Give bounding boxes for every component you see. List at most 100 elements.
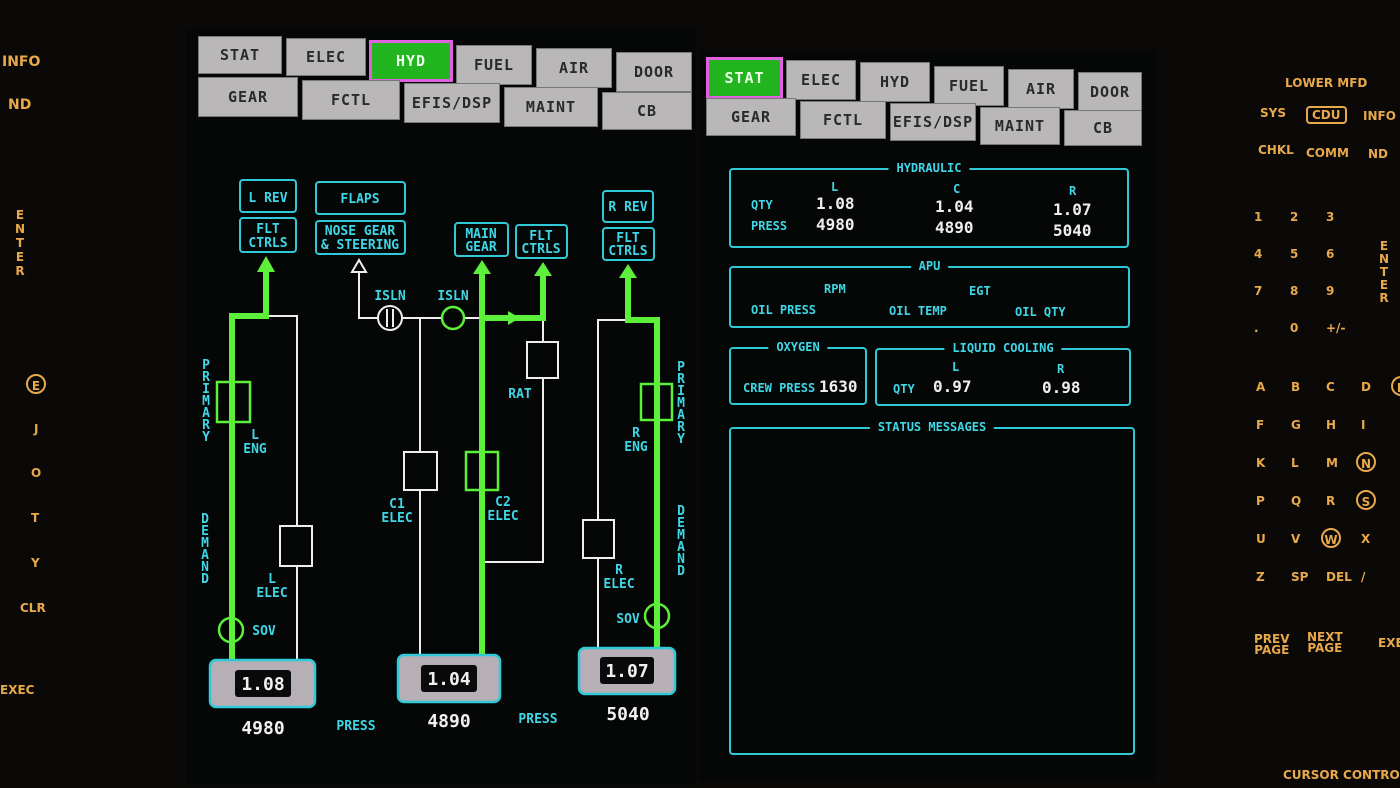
tab-hyd[interactable]: HYD (860, 62, 930, 102)
key-7[interactable]: 7 (1254, 284, 1263, 298)
key-t[interactable]: T (31, 511, 40, 525)
key-4[interactable]: 4 (1254, 247, 1263, 261)
tab-efis-dsp[interactable]: EFIS/DSP (890, 103, 976, 141)
col-c: C (953, 182, 961, 196)
main-gear-box (454, 222, 509, 257)
tab-cb[interactable]: CB (602, 92, 692, 130)
key-slash[interactable]: / (1361, 570, 1366, 584)
exec-key[interactable]: EXEC (0, 683, 35, 697)
tab-cb[interactable]: CB (1064, 110, 1142, 146)
c2-elec-label: ELEC (487, 509, 518, 524)
tab-hyd[interactable]: HYD (369, 40, 453, 82)
r-elec-label: ELEC (603, 577, 634, 592)
key-8[interactable]: 8 (1290, 284, 1299, 298)
c-flt-ctrls-line (483, 272, 546, 321)
tab-efis-dsp[interactable]: EFIS/DSP (404, 83, 500, 123)
l-press-value: 4980 (241, 718, 284, 739)
tab-stat[interactable]: STAT (198, 36, 282, 74)
tab-air[interactable]: AIR (1008, 69, 1074, 109)
tab-door[interactable]: DOOR (616, 52, 692, 92)
enter-key[interactable]: ENTER (14, 208, 26, 278)
key-v[interactable]: V (1291, 532, 1301, 546)
tab-elec[interactable]: ELEC (286, 38, 366, 76)
key-k[interactable]: K (1256, 456, 1266, 470)
key-z[interactable]: Z (1256, 570, 1265, 584)
sys-key[interactable]: SYS (1260, 106, 1286, 120)
r-flt-ctrls-arrow (619, 264, 637, 278)
r-elec-line (597, 319, 628, 650)
rat-pump (526, 341, 559, 379)
key-g[interactable]: G (1291, 418, 1301, 432)
key-m[interactable]: M (1326, 456, 1338, 470)
key-del[interactable]: DEL (1326, 570, 1352, 584)
exec-key[interactable]: EXE (1378, 636, 1400, 650)
key-5[interactable]: 5 (1290, 247, 1299, 261)
key-d[interactable]: D (1361, 380, 1371, 394)
key-c[interactable]: C (1326, 380, 1335, 394)
primary-label: PRIMARY (674, 360, 689, 444)
l-elec-pump (279, 525, 313, 567)
key-x[interactable]: X (1361, 532, 1371, 546)
l-press: 4980 (816, 215, 855, 234)
enter-key[interactable]: ENTER (1378, 239, 1390, 305)
tab-fctl[interactable]: FCTL (800, 101, 886, 139)
comm-key[interactable]: COMM (1306, 146, 1349, 160)
tab-gear[interactable]: GEAR (198, 77, 298, 117)
l-flt-ctrls-box (239, 217, 297, 253)
l-eng-pump (215, 380, 252, 424)
tab-elec[interactable]: ELEC (786, 60, 856, 100)
key-j[interactable]: J (34, 422, 39, 436)
tab-air[interactable]: AIR (536, 48, 612, 88)
key-plus-minus[interactable]: +/- (1326, 321, 1346, 335)
key-dot[interactable]: . (1254, 321, 1259, 335)
nd-key[interactable]: ND (1368, 147, 1389, 161)
tab-gear[interactable]: GEAR (706, 98, 796, 136)
lower-mfd-title: LOWER MFD (1285, 76, 1368, 90)
tab-maint[interactable]: MAINT (980, 107, 1060, 145)
key-sp[interactable]: SP (1291, 570, 1309, 584)
key-r[interactable]: R (1326, 494, 1336, 508)
key-n[interactable]: N (1356, 452, 1376, 472)
info-key[interactable]: INFO (1363, 109, 1396, 123)
c1-elec-pump (403, 451, 438, 491)
key-p[interactable]: P (1256, 494, 1265, 508)
chkl-key[interactable]: CHKL (1258, 143, 1294, 157)
isln-label: ISLN (374, 289, 405, 304)
tab-fuel[interactable]: FUEL (934, 66, 1004, 106)
clr-key[interactable]: CLR (20, 601, 46, 615)
key-1[interactable]: 1 (1254, 210, 1263, 224)
tab-door[interactable]: DOOR (1078, 72, 1142, 112)
key-f[interactable]: F (1256, 418, 1265, 432)
key-9[interactable]: 9 (1326, 284, 1335, 298)
key-i[interactable]: I (1361, 418, 1366, 432)
nd-key[interactable]: ND (8, 97, 32, 113)
l-rev-label: L REV (248, 191, 287, 206)
key-3[interactable]: 3 (1326, 210, 1335, 224)
key-q[interactable]: Q (1291, 494, 1302, 508)
key-l[interactable]: L (1291, 456, 1299, 470)
tab-fctl[interactable]: FCTL (302, 80, 400, 120)
key-o[interactable]: O (31, 466, 42, 480)
key-6[interactable]: 6 (1326, 247, 1335, 261)
tab-stat[interactable]: STAT (706, 57, 783, 99)
r-eng-label: ENG (624, 440, 648, 455)
key-b[interactable]: B (1291, 380, 1301, 394)
key-a[interactable]: A (1256, 380, 1266, 394)
key-2[interactable]: 2 (1290, 210, 1299, 224)
key-s[interactable]: S (1356, 490, 1376, 510)
l-system-line (229, 270, 269, 662)
cdu-key[interactable]: CDU (1306, 106, 1347, 124)
key-e[interactable]: E (26, 374, 46, 394)
key-h[interactable]: H (1326, 418, 1337, 432)
info-key[interactable]: INFO (2, 54, 41, 70)
key-u[interactable]: U (1256, 532, 1266, 546)
r-press-value: 5040 (606, 704, 649, 725)
key-0[interactable]: 0 (1290, 321, 1299, 335)
key-y[interactable]: Y (31, 556, 40, 570)
key-w[interactable]: W (1321, 528, 1341, 548)
l-qty: 1.08 (816, 194, 855, 213)
tab-maint[interactable]: MAINT (504, 87, 598, 127)
tab-fuel[interactable]: FUEL (456, 45, 532, 85)
